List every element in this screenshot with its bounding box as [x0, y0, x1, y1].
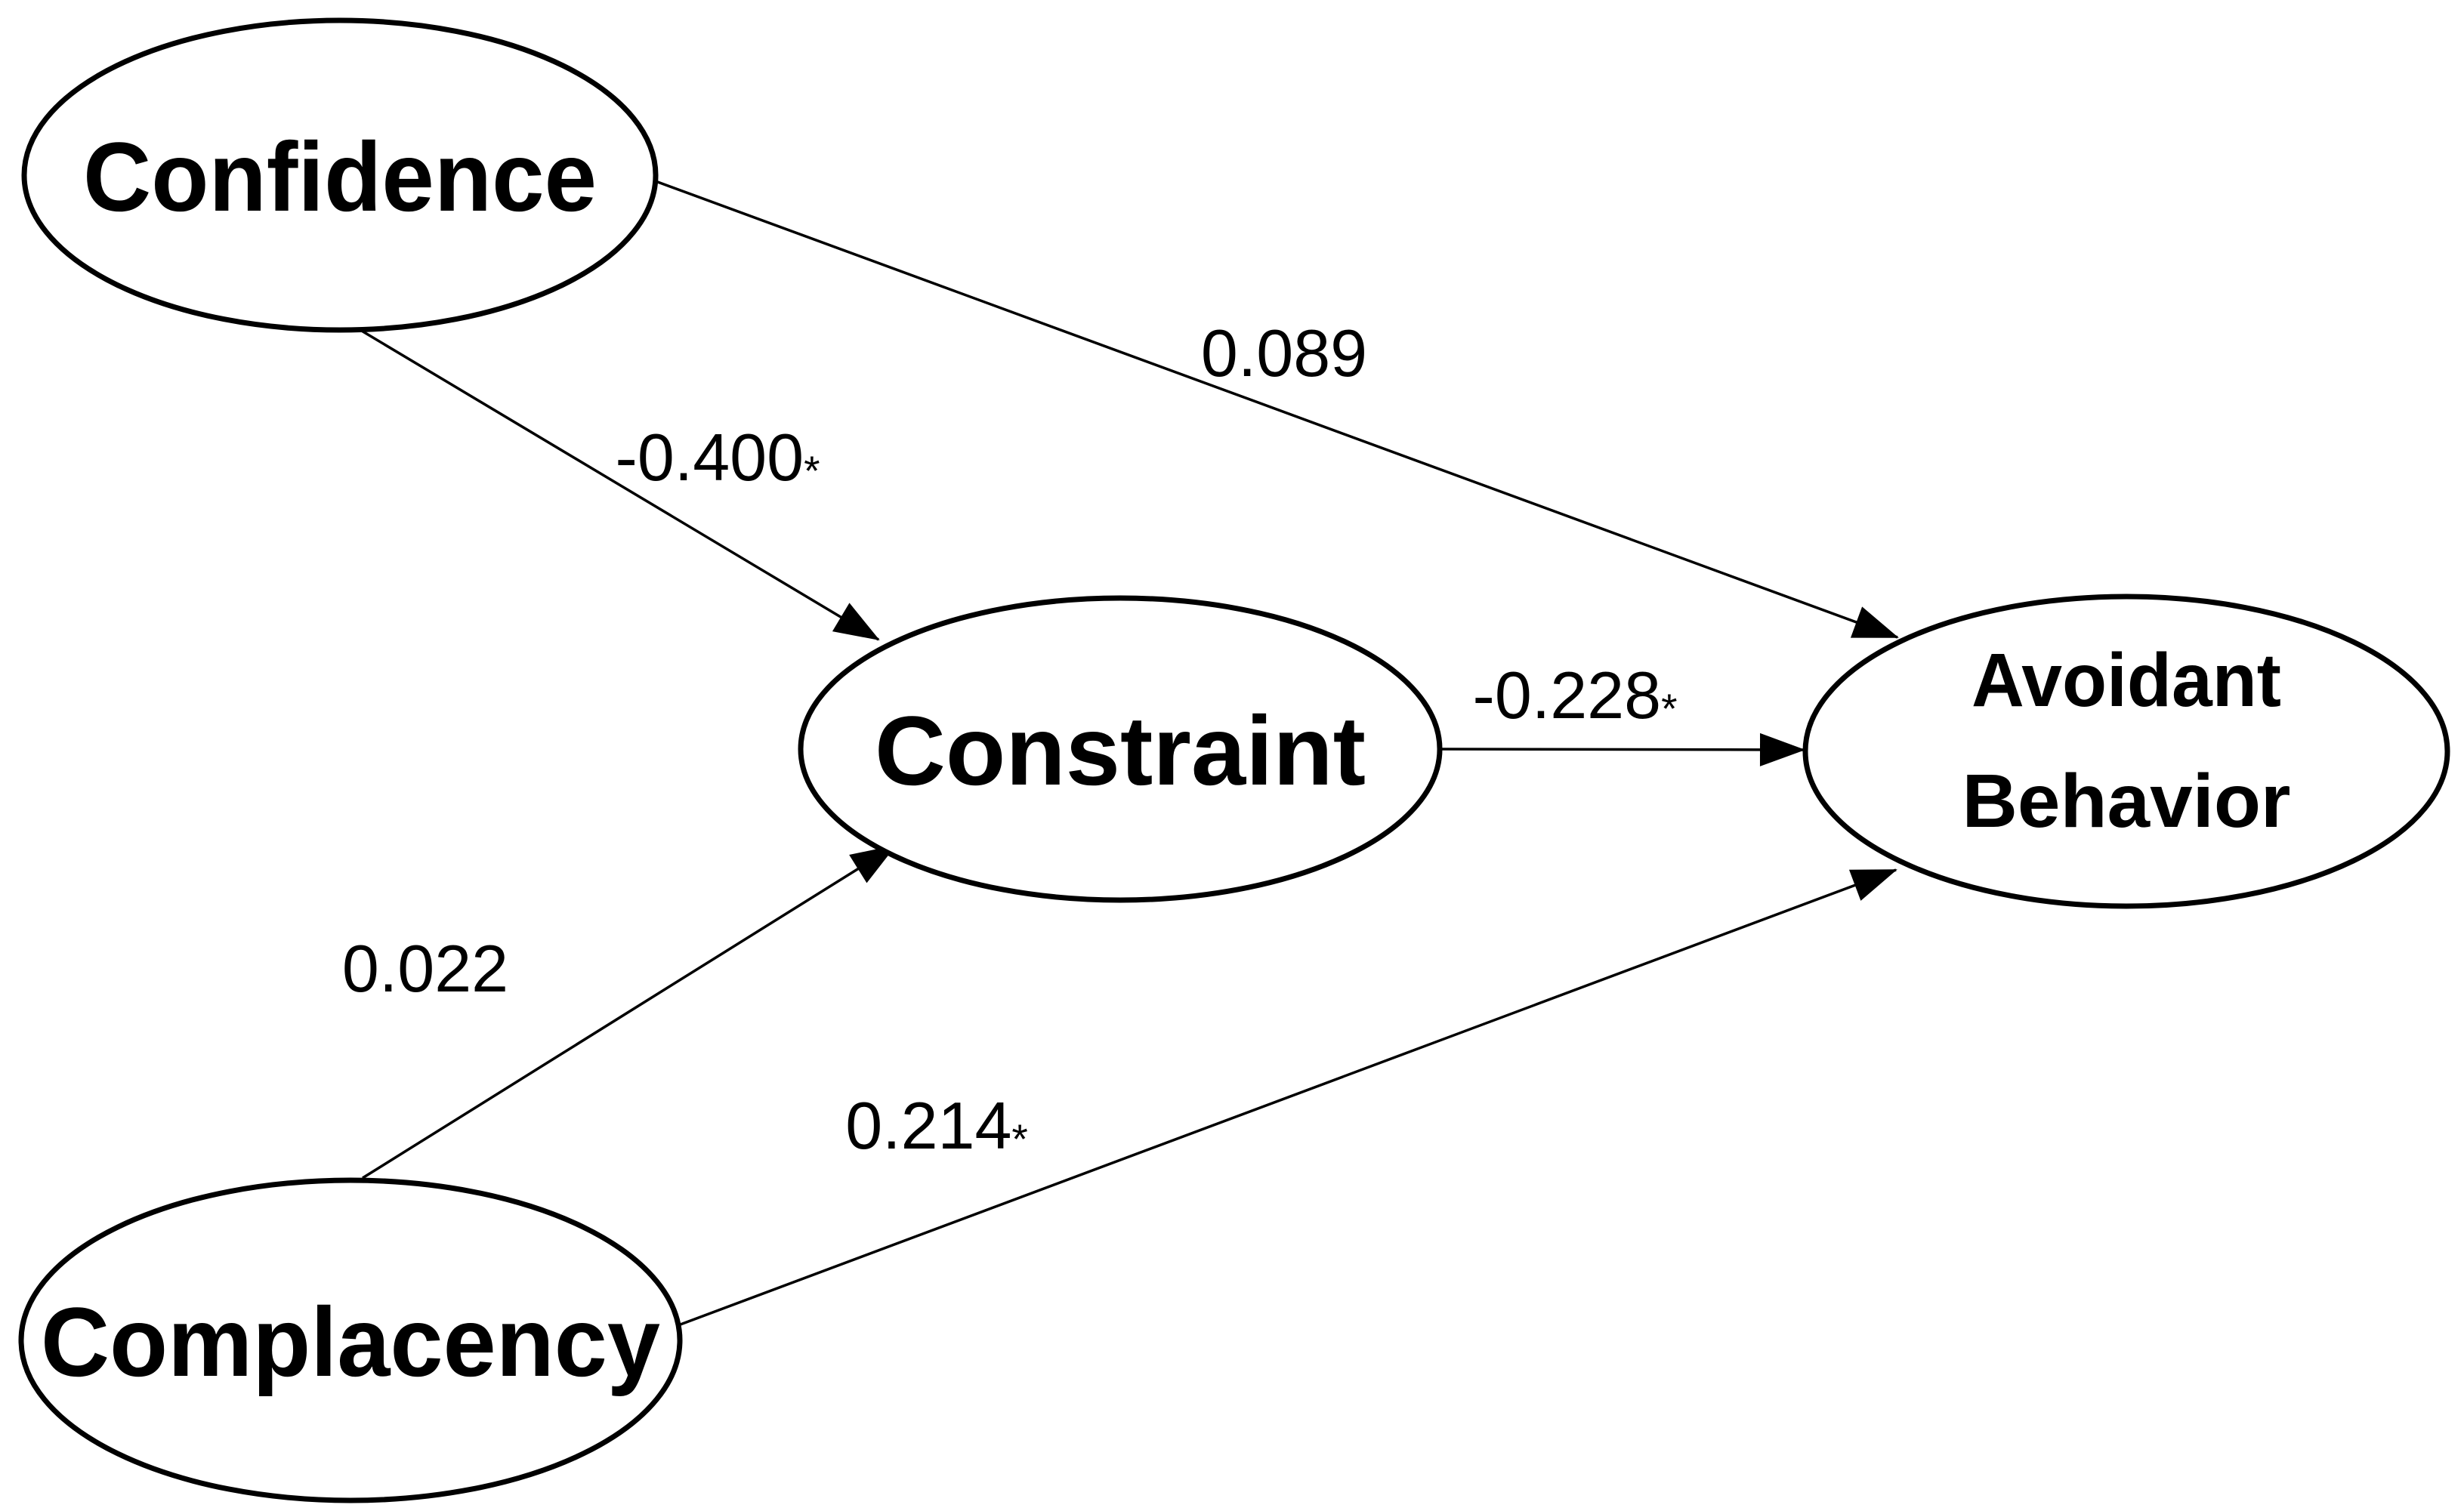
confidence-ellipse — [21, 17, 659, 333]
constraint-ellipse — [798, 595, 1443, 903]
edge-significance-asterisk: * — [1011, 1115, 1027, 1162]
edge-line-confidence-avoidant-behavior — [655, 180, 1899, 639]
avoidant-behavior-label-line1: Avoidant — [1972, 638, 2281, 723]
node-complacency: Complacency — [18, 1177, 683, 1503]
edge-value: 0.214 — [845, 1088, 1011, 1163]
edge-confidence-constraint: -0.400* — [360, 328, 880, 641]
edge-significance-asterisk: * — [1661, 685, 1677, 732]
edge-significance-asterisk: * — [804, 447, 820, 494]
edge-label-complacency-avoidant-behavior: 0.214* — [845, 1088, 1028, 1163]
edge-value: -0.400 — [616, 420, 804, 495]
edge-label-constraint-avoidant-behavior: -0.228* — [1473, 658, 1678, 732]
edge-line-confidence-constraint — [360, 328, 880, 641]
avoidant-behavior-ellipse — [1802, 594, 2450, 909]
edge-value: -0.228 — [1473, 658, 1662, 732]
edge-label-confidence-avoidant-behavior: 0.089 — [1201, 316, 1367, 390]
edge-line-constraint-avoidant-behavior — [1439, 732, 1805, 766]
edge-complacency-constraint: 0.022 — [342, 844, 897, 1180]
edge-confidence-avoidant-behavior: 0.089 — [655, 180, 1899, 639]
edge-label-complacency-constraint: 0.022 — [342, 931, 508, 1006]
edge-value: 0.022 — [342, 931, 508, 1006]
edge-label-confidence-constraint: -0.400* — [616, 420, 820, 495]
edge-line-complacency-constraint — [362, 844, 897, 1180]
complacency-label: Complacency — [41, 1287, 660, 1397]
edge-value: 0.089 — [1201, 316, 1367, 390]
confidence-label: Confidence — [83, 122, 597, 232]
complacency-ellipse — [18, 1177, 683, 1503]
node-confidence: Confidence — [21, 17, 659, 333]
edge-line-complacency-avoidant-behavior — [678, 868, 1897, 1327]
edge-constraint-avoidant-behavior: -0.228* — [1439, 658, 1805, 766]
constraint-label: Constraint — [875, 695, 1366, 806]
avoidant-behavior-label-line2: Behavior — [1962, 759, 2291, 843]
node-constraint: Constraint — [798, 595, 1443, 903]
edge-complacency-avoidant-behavior: 0.214* — [678, 868, 1897, 1327]
node-avoidant-behavior: Avoidant Behavior — [1802, 594, 2450, 909]
